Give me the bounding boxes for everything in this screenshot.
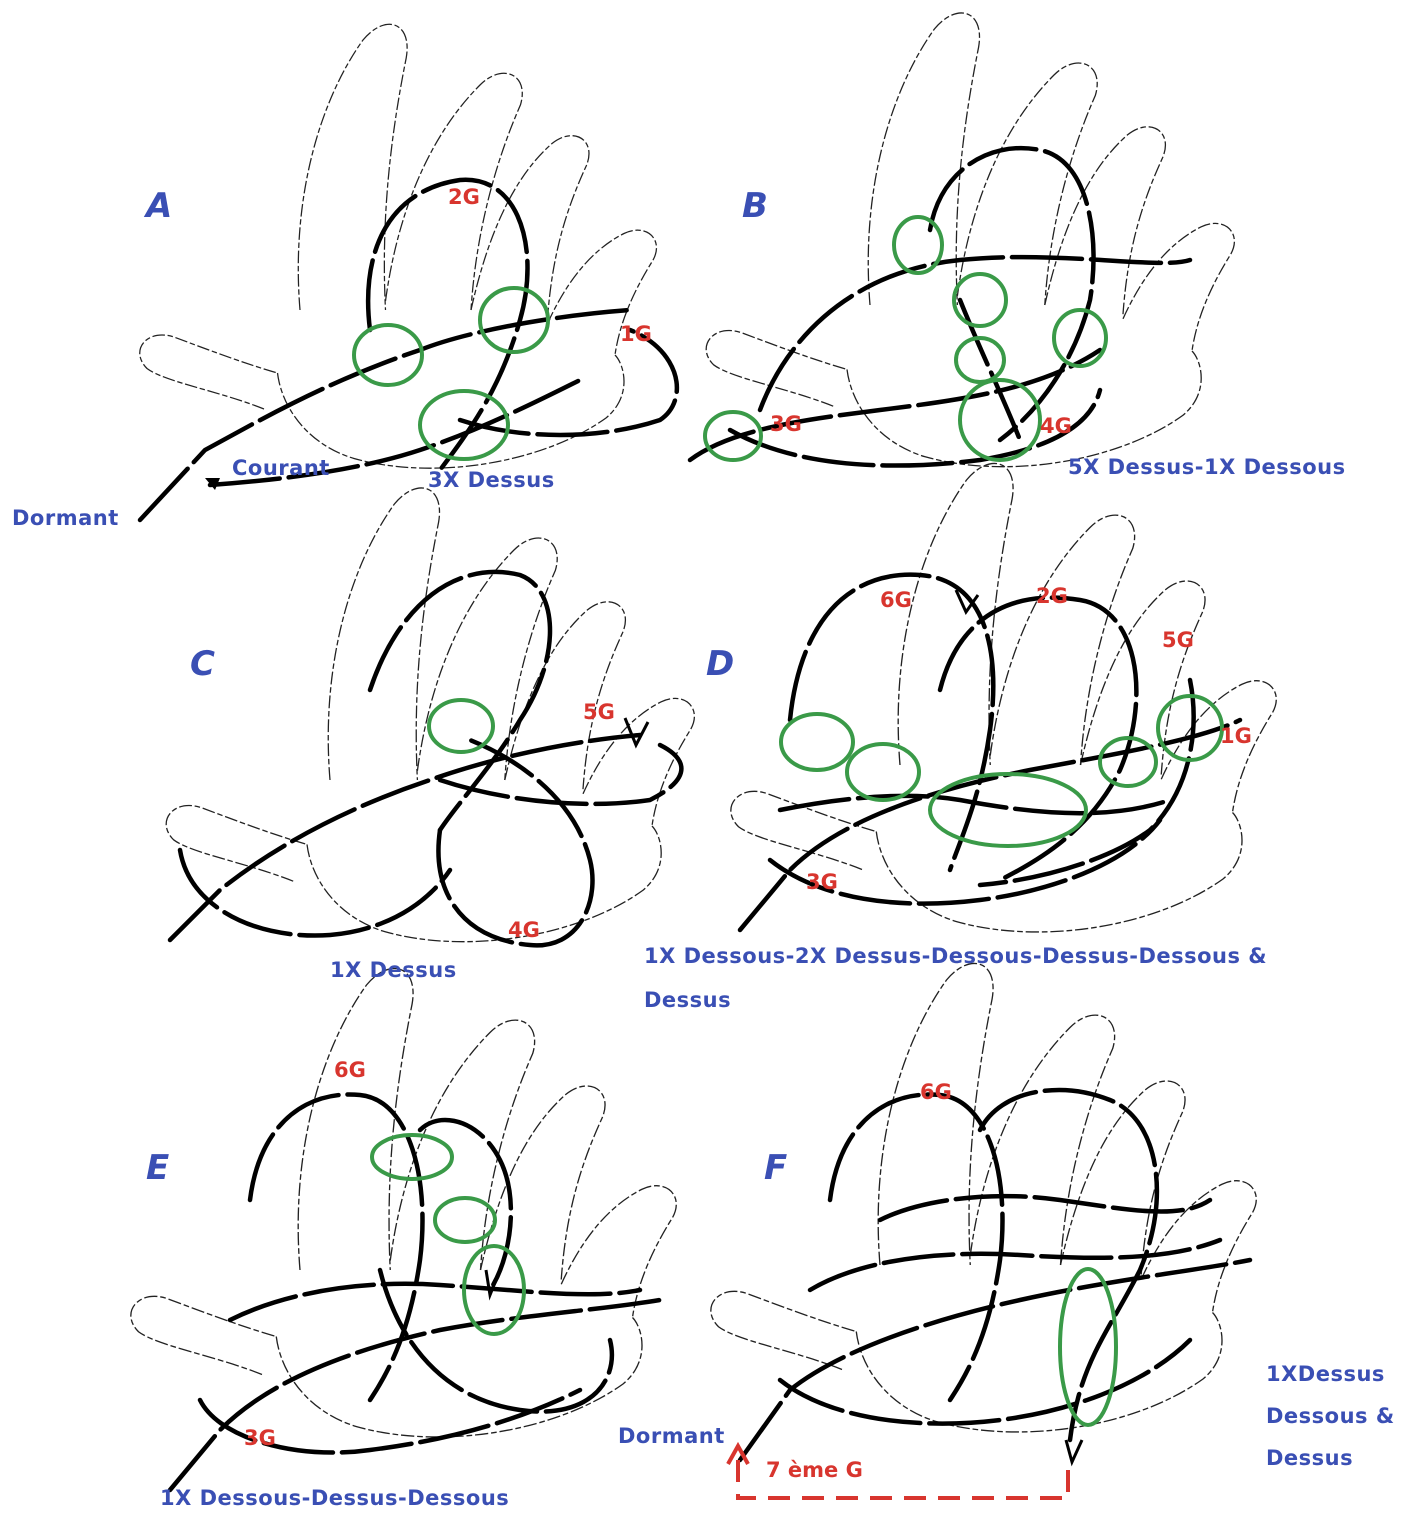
panel-f-seventh-turn-label: 7 ème G [766,1458,863,1482]
panel-f-caption-line-1: 1XDessus [1266,1362,1385,1386]
rope-strand-20 [170,1300,660,1490]
panel-e-letter: E [146,1148,169,1188]
hand-d-outline-1 [990,515,1134,765]
panel-d-turn-1g: 1G [1220,724,1252,748]
hand-b-outline-3 [1123,223,1234,351]
rope-strand-0 [140,310,630,520]
panel-f-letter: F [764,1148,787,1188]
panel-f-caption-line-2: Dessous & [1266,1404,1395,1428]
panel-d-turn-2g: 2G [1036,584,1068,608]
panel-b-caption: 5X Dessus-1X Dessous [1068,455,1346,479]
panel-a-courant-label: Courant [232,456,330,480]
panel-a-letter: A [146,186,172,226]
panel-b-letter: B [742,186,768,226]
hand-e-outline-5 [276,1318,642,1437]
hand-f-outline-4 [711,1291,856,1369]
crossing-circle-6 [1054,310,1106,366]
hand-b-outline-1 [957,63,1097,305]
rope-strand-21 [250,1094,423,1400]
panel-f-caption-line-3: Dessus [1266,1446,1353,1470]
rope-strand-16 [940,598,1136,880]
rope-strand-30 [780,1340,1190,1424]
rope-strand-15 [790,575,993,870]
panel-d-caption-line-1: 1X Dessous-2X Dessus-Dessous-Dessus-Dess… [644,944,1267,968]
panel-a-turn-1g: 1G [620,322,652,346]
panel-d-turn-5g: 5G [1162,628,1194,652]
crossing-circle-2 [420,391,508,459]
panel-f-dormant-label: Dormant [618,1424,725,1448]
panel-c-5g-arrow [625,718,648,745]
crossing-circle-12 [847,744,919,800]
hand-e-outline-2 [481,1086,606,1280]
crossing-circle-10 [781,714,853,770]
panel-b-turn-3g: 3G [770,412,802,436]
rope-strand-12 [180,850,450,936]
hand-f-outline-1 [970,1015,1114,1265]
crossing-circle-9 [429,700,493,752]
rope-strand-13 [440,745,681,804]
crossing-circle-13 [930,774,1086,846]
panel-c-letter: C [190,644,215,684]
hand-c-outline-2 [505,602,626,789]
hand-a-outline-4 [140,335,278,409]
hand-a-outline-5 [278,355,625,468]
panel-c-caption: 1X Dessus [330,958,457,982]
panel-c-turn-4g: 4G [508,918,540,942]
hand-f-outline-2 [1061,1081,1186,1275]
rope-strand-31 [880,1196,1210,1220]
panel-d-turn-3g: 3G [806,870,838,894]
panel-b-turn-4g: 4G [1040,414,1072,438]
rope-strand-28 [980,1090,1157,1440]
rope-strand-9 [170,735,640,940]
hand-b-outline-2 [1045,127,1166,314]
panel-f-down-arrow [1066,1440,1082,1462]
rope-strand-27 [830,1094,1003,1400]
panel-d-caption-line-2: Dessus [644,988,731,1012]
hand-b-outline-4 [706,331,847,407]
crossing-markers [354,217,1222,1425]
rope-strand-8 [960,300,1020,440]
crossing-circle-3 [894,217,942,273]
panel-e-turn-6g: 6G [334,1058,366,1082]
panel-d-turn-6g: 6G [880,588,912,612]
hand-sketches [131,13,1276,1437]
panel-a-caption: 3X Dessus [428,468,555,492]
panel-a-turn-2g: 2G [448,185,480,209]
panel-a-dormant-label: Dormant [12,506,119,530]
panel-e-caption: 1X Dessous-Dessus-Dessous [160,1486,509,1510]
panel-c-turn-5g: 5G [583,700,615,724]
rope-strand-23 [230,1284,640,1320]
panel-e-turn-3g: 3G [244,1426,276,1450]
hand-e-outline-3 [561,1186,676,1318]
panel-f-turn-6g: 6G [920,1080,952,1104]
rope-strand-22 [420,1120,511,1290]
panel-d-letter: D [706,644,734,684]
hand-d-outline-2 [1081,581,1206,775]
hand-c-outline-5 [307,826,661,942]
